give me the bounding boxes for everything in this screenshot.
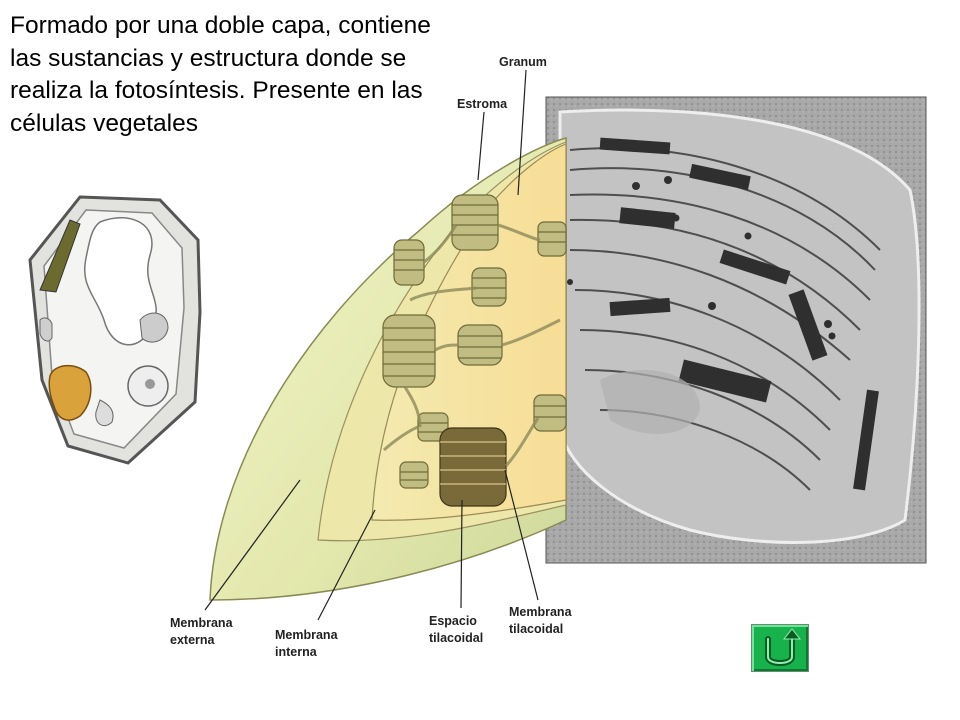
membrana-externa-pointer bbox=[204, 479, 301, 611]
estroma-pointer bbox=[477, 111, 485, 181]
label-membrana-tilacoidal: Membrana tilacoidal bbox=[509, 605, 572, 636]
electron-micrograph bbox=[545, 96, 927, 564]
granum-stack bbox=[382, 314, 436, 388]
granum-stack bbox=[457, 324, 503, 366]
description-text: Formado por una doble capa, contiene las… bbox=[10, 12, 431, 137]
return-button[interactable] bbox=[751, 624, 809, 672]
chloroplast-orange-shape bbox=[48, 364, 92, 421]
label-membrana-interna: Membrana interna bbox=[275, 628, 338, 659]
chloroplast-dark-shape bbox=[39, 219, 81, 293]
granum-stack bbox=[451, 194, 499, 251]
granum-pointer bbox=[517, 69, 527, 196]
label-membrana-externa: Membrana externa bbox=[170, 616, 233, 647]
label-estroma: Estroma bbox=[457, 97, 508, 111]
label-espacio-tilacoidal: Espacio tilacoidal bbox=[429, 614, 484, 645]
granum-stack bbox=[533, 394, 567, 432]
granum-stack bbox=[537, 221, 567, 257]
stroma-lamellae bbox=[382, 223, 561, 467]
label-leader-lines bbox=[204, 69, 539, 621]
espacio-tilacoidal-pointer bbox=[460, 499, 463, 609]
membrana-interna-pointer bbox=[317, 509, 376, 621]
granum-stack bbox=[393, 239, 425, 286]
granum-stack-cut bbox=[439, 427, 507, 507]
label-granum: Granum bbox=[499, 55, 547, 69]
granum-stack bbox=[471, 267, 507, 307]
membrana-tilacoidal-pointer bbox=[504, 469, 539, 601]
grana-stacks bbox=[382, 194, 567, 507]
chloroplast-cutaway bbox=[209, 137, 567, 601]
plant-cell-drawing bbox=[28, 195, 202, 465]
granum-stack bbox=[399, 461, 429, 489]
u-turn-arrow-icon bbox=[765, 628, 802, 666]
